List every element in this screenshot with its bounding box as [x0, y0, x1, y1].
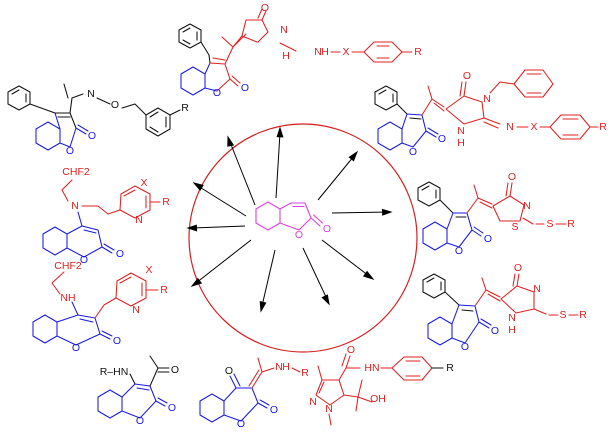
core-spirolactone: O O: [255, 201, 331, 241]
core-o-carbonyl: O: [323, 223, 331, 235]
c6-r: R: [160, 284, 168, 296]
c7-s: S: [559, 309, 566, 321]
c5-s-link: S: [546, 218, 553, 230]
compound-3: O O O N N H N X R: [374, 69, 607, 158]
c10-n2: N: [325, 403, 333, 415]
c2-r: R: [181, 102, 189, 114]
c4-n-py: N: [135, 214, 143, 226]
c9-o-carbonyl: O: [270, 404, 278, 416]
compound-9: O O O N H R: [199, 357, 309, 430]
c10-o-amide: O: [347, 344, 355, 356]
c2-n: N: [87, 88, 95, 100]
c7-o-ring: O: [461, 341, 469, 353]
c10-n1: N: [309, 396, 317, 408]
compound-4: O O N CHF2 X N R: [42, 166, 170, 266]
compound-1: O O O H N N H X R: [178, 2, 422, 99]
compound-7: O O O N N H S R: [422, 262, 587, 353]
c8-o-ring: O: [136, 415, 144, 427]
c3-h-ring: H: [457, 137, 465, 149]
c5-o-ring: O: [455, 245, 463, 257]
c8-r-hn: R–HN: [100, 366, 129, 378]
c10-hn: HN: [364, 362, 379, 374]
c3-n-ring: N: [457, 125, 465, 137]
c4-n: N: [71, 200, 79, 212]
c2-o-link: O: [111, 99, 119, 111]
c3-o-top: O: [463, 70, 471, 82]
c1-n-link: N: [314, 46, 322, 58]
central-circle: [188, 123, 418, 353]
c7-o-carbonyl: O: [491, 325, 499, 337]
c8-o-acetyl: O: [171, 364, 179, 376]
c10-r: R: [446, 362, 454, 374]
c6-n-py: N: [132, 304, 140, 316]
c9-o-ring: O: [237, 418, 245, 430]
c1-o-top: O: [261, 2, 269, 14]
c3-n-exo: N: [506, 121, 514, 133]
c3-o-carbonyl: O: [438, 133, 446, 145]
compound-8: O O R–HN O: [97, 355, 179, 427]
c9-r: R: [301, 367, 309, 379]
c7-h: H: [508, 324, 516, 336]
c6-nh: NH: [60, 292, 75, 304]
c6-o-ring: O: [72, 342, 80, 354]
c6-chf2: CHF2: [54, 260, 82, 272]
compound-10: N N OH O HN R: [309, 344, 454, 426]
core-o-ring: O: [295, 229, 303, 241]
c8-o-carbonyl: O: [168, 402, 176, 414]
c3-x: X: [530, 121, 537, 133]
c6-x: X: [145, 264, 152, 276]
c4-x: X: [140, 177, 147, 189]
c1-o-ring: O: [213, 87, 221, 99]
c2-o-carbonyl: O: [88, 130, 96, 142]
c1-n-ring: N: [280, 24, 288, 36]
c9-h: H: [282, 361, 290, 373]
c5-n: N: [523, 200, 531, 212]
c5-o-top: O: [508, 171, 516, 183]
arrows: [186, 126, 393, 313]
c4-o-ring: O: [80, 254, 88, 266]
c4-o-carbonyl: O: [116, 248, 124, 260]
c3-o-ring: O: [409, 146, 417, 158]
c7-n-ring: N: [533, 283, 541, 295]
compound-5: O O O N S S R: [417, 171, 575, 257]
c1-h-link: H: [321, 46, 329, 58]
c1-o-carbonyl: O: [241, 82, 249, 94]
c5-r: R: [567, 218, 575, 230]
compound-6: O O NH CHF2 X N R: [32, 260, 168, 354]
c7-n-h: N: [508, 312, 516, 324]
c9-o-ketone: O: [225, 365, 233, 377]
c5-s-ring: S: [511, 221, 518, 233]
c2-o-ring: O: [66, 145, 74, 157]
c4-r: R: [162, 196, 170, 208]
c9-nh: N: [275, 361, 283, 373]
c10-oh: OH: [370, 393, 386, 405]
c1-r: R: [414, 46, 422, 58]
c6-o-carbonyl: O: [113, 335, 121, 347]
c5-o-carbonyl: O: [484, 233, 492, 245]
c3-r: R: [599, 121, 607, 133]
c3-n-bn: N: [483, 93, 491, 105]
c1-nh-ring: H: [282, 50, 290, 62]
c4-chf2: CHF2: [62, 166, 90, 178]
c1-x: X: [342, 46, 349, 58]
c7-o-top: O: [514, 262, 522, 274]
c7-r: R: [579, 309, 587, 321]
compound-2: O O N O R: [7, 83, 189, 157]
